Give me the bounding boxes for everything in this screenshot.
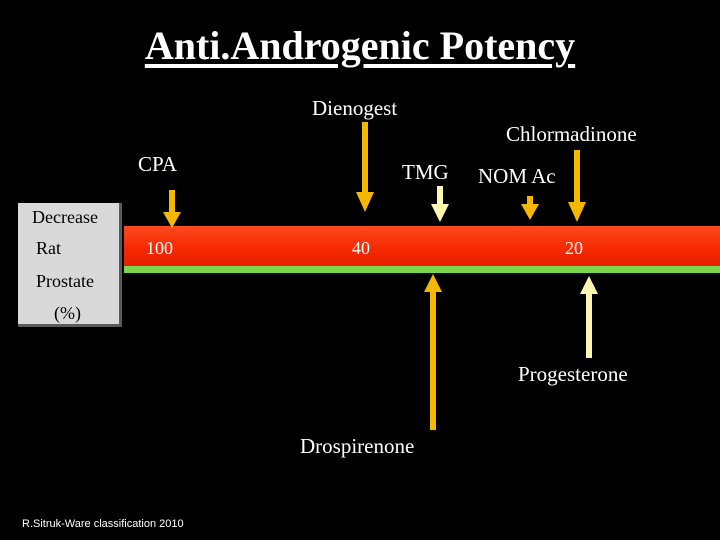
side-label-box: Decrease Rat Prostate (%) (18, 203, 122, 327)
side-label-rat: Rat (36, 238, 61, 258)
label-drospirenone: Drospirenone (300, 434, 415, 458)
arrow-dienogest (356, 122, 374, 212)
value-label-100: 100 (146, 238, 173, 258)
arrow-progesterone (580, 276, 598, 358)
label-cpa: CPA (138, 152, 177, 176)
side-label-prostate: Prostate (36, 271, 94, 291)
label-tmg: TMG (402, 160, 449, 184)
slide-title: Anti.Androgenic Potency (144, 23, 576, 68)
value-label-40: 40 (352, 238, 370, 258)
label-dienogest: Dienogest (312, 96, 398, 120)
arrow-nom-ac (521, 196, 539, 220)
arrow-tmg (431, 186, 449, 222)
potency-band (124, 226, 720, 266)
label-nom-ac: NOM Ac (478, 164, 556, 188)
side-label-decrease: Decrease (32, 207, 98, 227)
label-progesterone: Progesterone (518, 362, 628, 386)
arrow-drospirenone (424, 274, 442, 430)
side-label-percent: (%) (54, 303, 81, 323)
potency-band-line (124, 266, 720, 273)
label-chlormadinone: Chlormadinone (506, 122, 637, 146)
source-credit: R.Sitruk-Ware classification 2010 (22, 518, 184, 530)
arrow-chlormadinone (568, 150, 586, 222)
value-label-20: 20 (565, 238, 583, 258)
arrow-cpa (163, 190, 181, 228)
